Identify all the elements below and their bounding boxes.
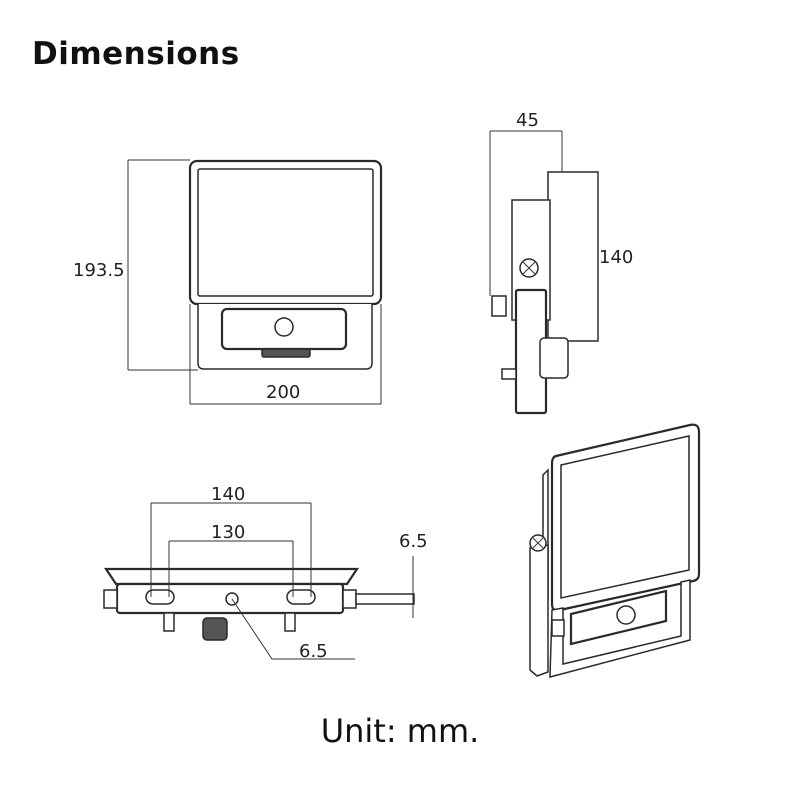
perspective-screw-slot-b (532, 537, 544, 549)
side-tab (491, 295, 507, 317)
front-connector (261, 348, 311, 358)
perspective-panel-glass (560, 435, 690, 599)
bottom-view: 140 130 6.5 6.5 (103, 484, 428, 662)
bottom-panel-edge (103, 567, 360, 586)
bottom-cable (355, 593, 415, 605)
front-panel-glass (197, 168, 374, 297)
bottom-side-knob-left (103, 589, 118, 609)
unit-note: Unit: mm. (320, 712, 480, 750)
side-view: 45 140 (489, 110, 633, 415)
bottom-leg-right (284, 612, 296, 632)
bottom-leg-left (163, 612, 175, 632)
side-panel (547, 171, 599, 342)
page-title: Dimensions (32, 36, 240, 72)
bottom-hole-leader (231, 598, 355, 660)
side-screw-slot-b (522, 261, 536, 275)
side-depth-label: 45 (516, 110, 539, 131)
side-peg (501, 368, 517, 380)
perspective-view (529, 423, 701, 678)
bottom-side-knob-right (342, 589, 357, 609)
bottom-connector (202, 617, 228, 641)
bottom-outer-spacing-label: 140 (211, 484, 245, 505)
perspective-sensor-lens (616, 605, 636, 625)
bottom-slot-left (145, 589, 175, 605)
front-height-label: 193.5 (73, 260, 125, 281)
bottom-slot-right (286, 589, 316, 605)
perspective-stand (529, 544, 549, 677)
bottom-inner-spacing-label: 130 (211, 522, 245, 543)
side-height-label: 140 (599, 247, 633, 268)
front-width-label: 200 (266, 382, 300, 403)
front-sensor-lens (274, 317, 294, 337)
bottom-thickness-label: 6.5 (399, 531, 428, 552)
perspective-side-knob (551, 619, 565, 637)
side-sensor-housing (539, 337, 569, 379)
bottom-hole-label: 6.5 (299, 641, 328, 662)
front-view: 193.5 200 (73, 159, 383, 405)
